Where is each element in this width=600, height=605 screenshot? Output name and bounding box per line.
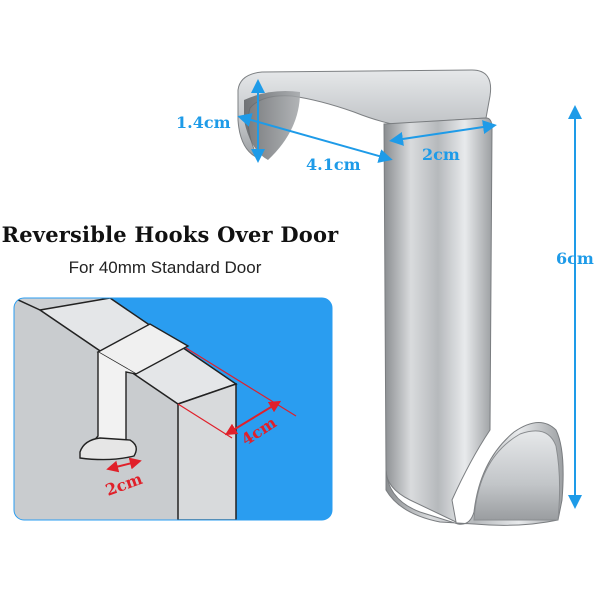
lip-height-label: 1.4cm: [176, 113, 231, 132]
product-subtitle: For 40mm Standard Door: [68, 258, 262, 277]
height-label: 6cm: [556, 249, 594, 268]
door-thickness-arrow: [224, 400, 282, 436]
lip-depth-label: 4.1cm: [306, 155, 361, 174]
door-illustration: 4cm 2cm: [13, 297, 333, 521]
product-dimensions: 1.4cm 4.1cm 2cm 6cm: [176, 79, 594, 509]
width-label: 2cm: [422, 145, 460, 164]
product-title: Reversible Hooks Over Door: [1, 222, 339, 247]
hook-depth-arrow: [106, 457, 142, 473]
lip-depth-arrow: [237, 113, 393, 163]
width-arrow: [389, 120, 497, 146]
